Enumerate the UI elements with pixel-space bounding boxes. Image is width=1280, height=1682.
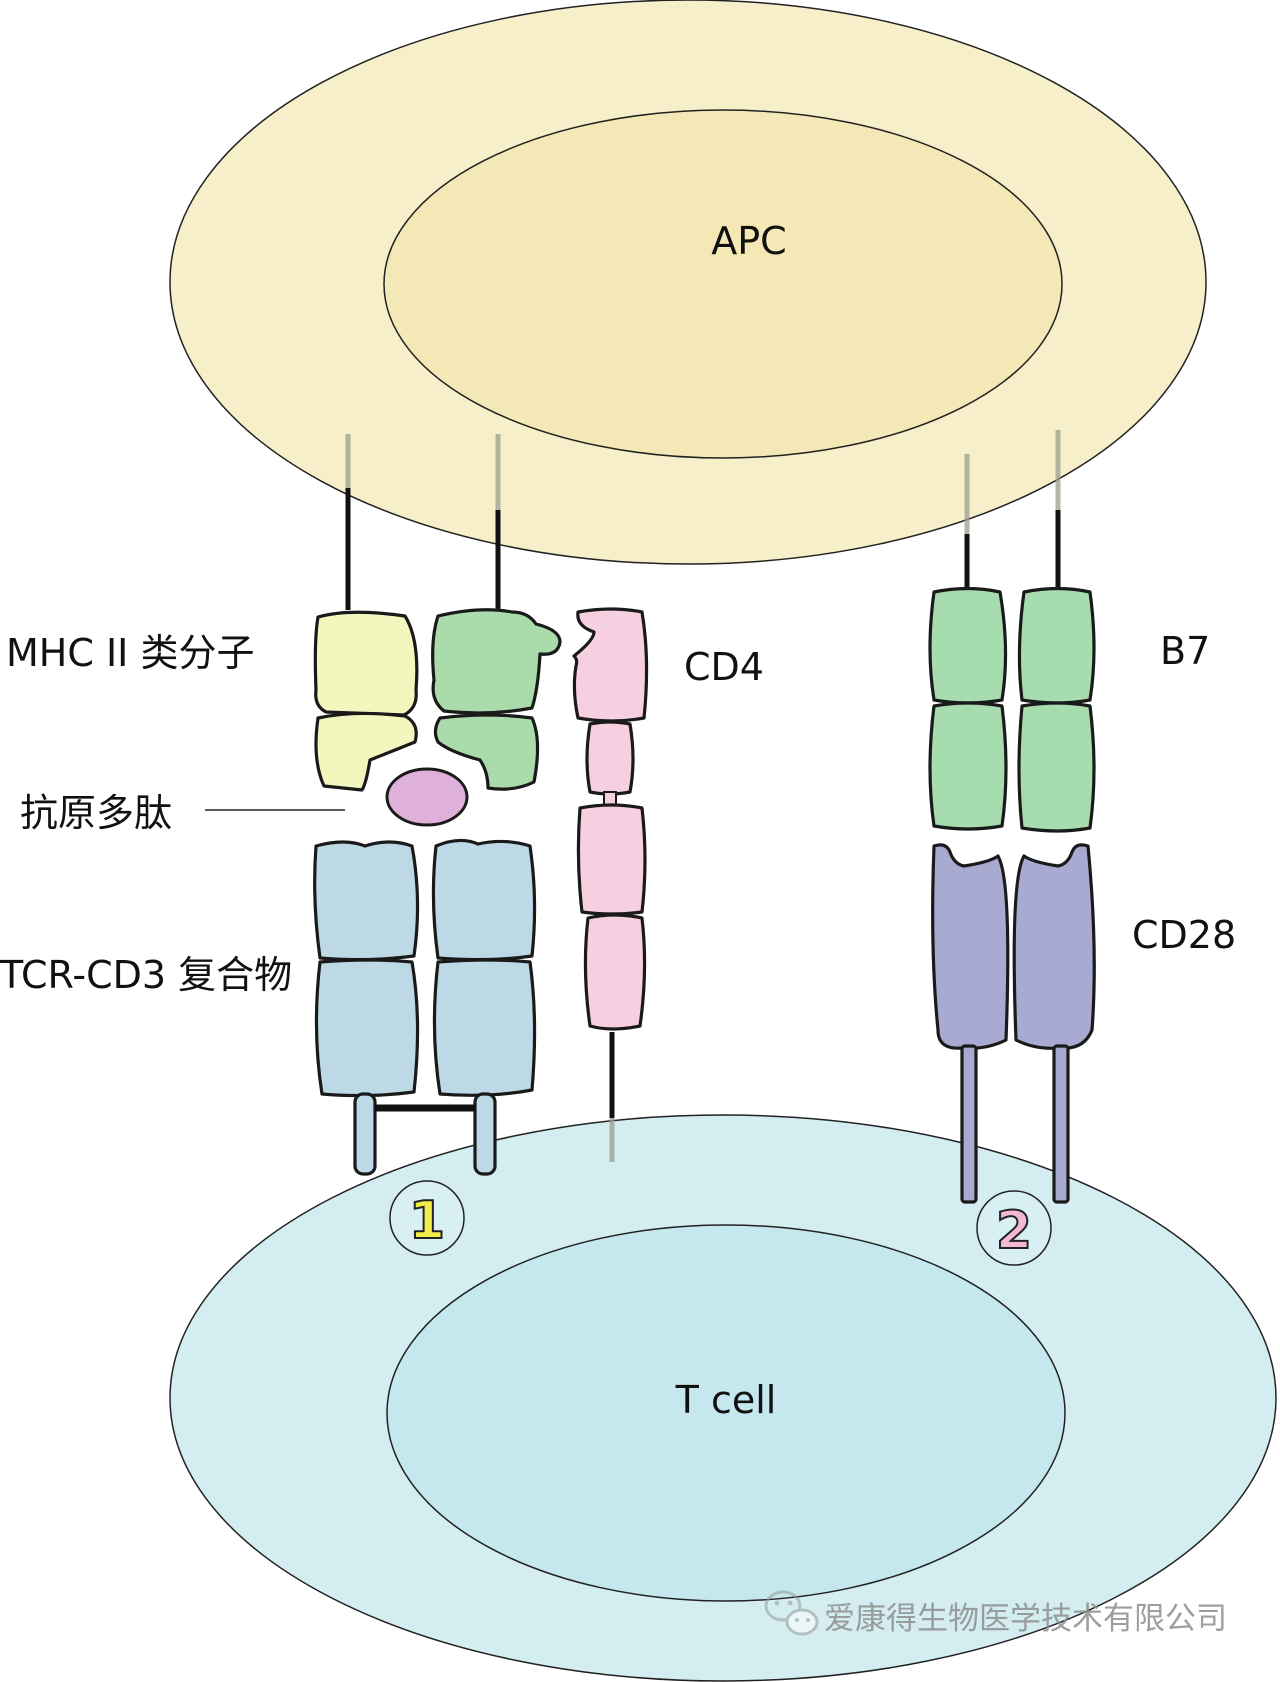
signal-1-number: 1 (409, 1191, 445, 1251)
b7-right-c-domain (1017, 701, 1096, 833)
signal-2-marker: 2 (976, 1190, 1052, 1266)
watermark-text: 爱康得生物医学技术有限公司 (824, 1601, 1227, 1637)
apc-label: APC (711, 219, 786, 263)
tcr-beta-variable-domain (431, 838, 537, 962)
mhc-ii-molecule (313, 608, 562, 792)
wechat-icon (764, 1590, 819, 1636)
antigen-peptide-label: 抗原多肽 (20, 791, 172, 835)
b7-right-v-domain (1017, 586, 1096, 705)
signal-1-marker: 1 (389, 1180, 465, 1256)
tcell-nucleus (386, 1224, 1066, 1602)
cd4-molecule (572, 607, 649, 1162)
tcr-beta-constant-domain (432, 958, 537, 1097)
b7-label: B7 (1160, 629, 1210, 673)
signal-1-circle (389, 1180, 465, 1256)
mhc-ii-label: MHC II 类分子 (6, 631, 254, 675)
mhc-alpha2-domain (314, 711, 418, 792)
cd4-d1-domain (572, 607, 649, 723)
cd28-left-domain (931, 843, 1010, 1050)
tcr-beta-tail (473, 1092, 497, 1176)
cd28-right-domain (1012, 843, 1096, 1050)
b7-left-c-domain (928, 701, 1008, 831)
cd28-right-tail (1052, 1044, 1070, 1204)
antigen-peptide (385, 767, 469, 827)
mhc-alpha1-domain (313, 610, 419, 717)
tcr-alpha-tail (353, 1092, 377, 1176)
cd28-left-tail (960, 1044, 978, 1204)
b7-left-v-domain (928, 586, 1008, 705)
tcr-cd3-complex (313, 838, 537, 1176)
signal-2-number: 2 (996, 1201, 1032, 1261)
cd28-label: CD28 (1132, 913, 1236, 957)
apc-cell: APC (169, 0, 1207, 565)
tcr-alpha-constant-domain (314, 958, 420, 1098)
cd4-label: CD4 (684, 645, 764, 689)
cd4-d4-domain (583, 913, 647, 1031)
tcr-cd3-label: TCR-CD3 复合物 (0, 953, 292, 997)
apc-nucleus (383, 109, 1063, 459)
mhc-beta1-domain (431, 608, 562, 715)
tcell-label: T cell (675, 1378, 777, 1422)
b7-molecule (928, 586, 1096, 833)
cd28-molecule (931, 843, 1096, 1204)
tcr-alpha-variable-domain (313, 840, 420, 962)
watermark: 爱康得生物医学技术有限公司 (764, 1590, 1227, 1637)
cd4-d3-domain (576, 803, 647, 916)
t-cell: T cell (169, 1114, 1277, 1682)
mhc-beta2-domain (433, 713, 540, 791)
cd4-d2-domain (585, 720, 635, 796)
signal-2-circle (976, 1190, 1052, 1266)
